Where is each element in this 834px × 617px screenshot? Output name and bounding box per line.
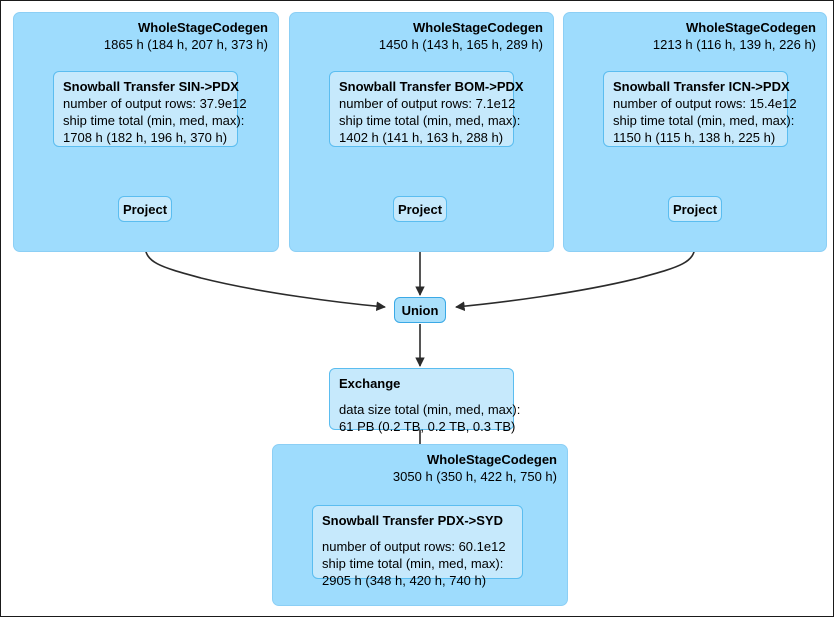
cluster-subtitle: 1450 h (143 h, 165 h, 289 h) — [378, 37, 543, 52]
cluster-subtitle: 1865 h (184 h, 207 h, 373 h) — [103, 37, 268, 52]
node-metric-ship-time-label: ship time total (min, med, max): — [339, 113, 521, 128]
cluster-label: WholeStageCodegen 1213 h (116 h, 139 h, … — [653, 19, 816, 53]
node-union[interactable]: Union — [394, 297, 446, 323]
node-snowball-transfer-icn-pdx[interactable]: Snowball Transfer ICN->PDX number of out… — [603, 71, 797, 147]
node-metric-output-rows: number of output rows: 7.1e12 — [339, 96, 516, 111]
cluster-label: WholeStageCodegen 3050 h (350 h, 422 h, … — [393, 451, 557, 485]
node-title: Snowball Transfer PDX->SYD — [322, 513, 503, 528]
cluster-title: WholeStageCodegen — [412, 20, 543, 35]
cluster-label: WholeStageCodegen 1865 h (184 h, 207 h, … — [104, 19, 268, 53]
node-metric-ship-time-value: 1150 h (115 h, 138 h, 225 h) — [613, 130, 776, 145]
node-snowball-transfer-sin-pdx[interactable]: Snowball Transfer SIN->PDX number of out… — [53, 71, 247, 147]
node-title: Snowball Transfer BOM->PDX — [339, 79, 524, 94]
node-metric-ship-time-value: 1708 h (182 h, 196 h, 370 h) — [63, 130, 228, 145]
node-metric-output-rows: number of output rows: 37.9e12 — [63, 96, 247, 111]
cluster-title: WholeStageCodegen — [426, 452, 557, 467]
node-label: Project — [122, 201, 168, 217]
node-metric-data-size-value: 61 PB (0.2 TB, 0.2 TB, 0.3 TB) — [339, 419, 516, 434]
cluster-title: WholeStageCodegen — [685, 20, 816, 35]
node-snowball-transfer-bom-pdx[interactable]: Snowball Transfer BOM->PDX number of out… — [329, 71, 524, 147]
node-title: Snowball Transfer SIN->PDX — [63, 79, 239, 94]
node-snowball-transfer-pdx-syd[interactable]: Snowball Transfer PDX->SYD number of out… — [312, 505, 523, 588]
node-metric-ship-time-value: 1402 h (141 h, 163 h, 288 h) — [339, 130, 504, 145]
node-metric-data-size-label: data size total (min, med, max): — [339, 402, 521, 417]
cluster-label: WholeStageCodegen 1450 h (143 h, 165 h, … — [379, 19, 543, 53]
node-label: Project — [397, 201, 443, 217]
node-metric-ship-time-label: ship time total (min, med, max): — [322, 556, 504, 571]
cluster-subtitle: 1213 h (116 h, 139 h, 226 h) — [652, 37, 816, 52]
node-label: Project — [672, 201, 718, 217]
cluster-subtitle: 3050 h (350 h, 422 h, 750 h) — [392, 469, 557, 484]
node-project-icn[interactable]: Project — [668, 196, 722, 222]
node-metric-output-rows: number of output rows: 60.1e12 — [322, 539, 506, 554]
node-metric-output-rows: number of output rows: 15.4e12 — [613, 96, 797, 111]
node-title: Snowball Transfer ICN->PDX — [613, 79, 790, 94]
node-metric-ship-time-label: ship time total (min, med, max): — [613, 113, 795, 128]
spacer — [322, 529, 513, 538]
node-label: Union — [401, 302, 439, 318]
node-metric-ship-time-value: 2905 h (348 h, 420 h, 740 h) — [322, 573, 487, 588]
node-project-bom[interactable]: Project — [393, 196, 447, 222]
node-project-sin[interactable]: Project — [118, 196, 172, 222]
cluster-title: WholeStageCodegen — [137, 20, 268, 35]
node-exchange[interactable]: Exchange data size total (min, med, max)… — [329, 368, 521, 434]
spacer — [339, 392, 504, 401]
node-metric-ship-time-label: ship time total (min, med, max): — [63, 113, 245, 128]
node-title: Exchange — [339, 376, 401, 391]
